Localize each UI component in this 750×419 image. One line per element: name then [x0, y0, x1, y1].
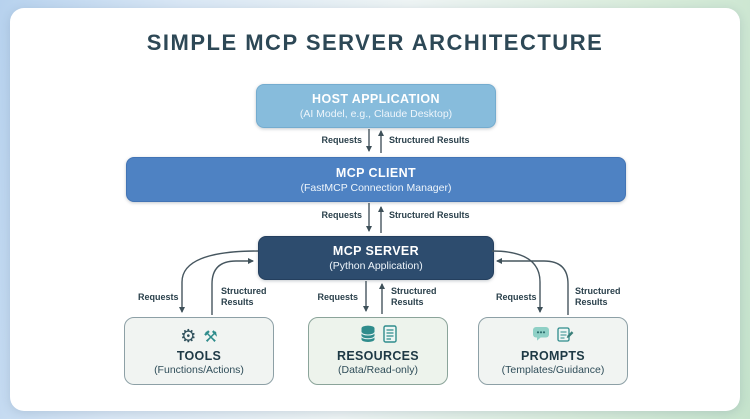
edge-label-structured-results: Structured Results	[391, 286, 437, 308]
node-prompts: PROMPTS (Templates/Guidance)	[478, 317, 628, 385]
node-mcp-server: MCP SERVER (Python Application)	[258, 236, 494, 280]
diagram-title: SIMPLE MCP SERVER ARCHITECTURE	[146, 30, 604, 55]
node-mcp-client: MCP CLIENT (FastMCP Connection Manager)	[126, 157, 626, 202]
node-resources: RESOURCES (Data/Read-only)	[308, 317, 448, 385]
edge-label-requests: Requests	[496, 292, 537, 302]
chat-icon	[532, 326, 550, 347]
tools-title: TOOLS	[176, 349, 222, 363]
document-icon	[382, 325, 397, 348]
edge-label-structured-results: Structured Results	[389, 210, 470, 220]
edge-label-requests: Requests	[321, 210, 362, 220]
edge-label-structured-results: Structured Results	[221, 286, 267, 308]
node-tools: ⚙ ⚒ TOOLS (Functions/Actions)	[124, 317, 274, 385]
mcp-server-title: MCP SERVER	[332, 244, 420, 258]
gear-icon: ⚙	[180, 325, 197, 347]
edge-label-requests: Requests	[317, 292, 358, 302]
edge-label-requests: Requests	[138, 292, 179, 302]
resources-icons	[360, 325, 397, 348]
database-icon	[360, 325, 376, 348]
host-application-title: HOST APPLICATION	[312, 92, 440, 106]
prompts-subtitle: (Templates/Guidance)	[501, 364, 605, 376]
node-host-application: HOST APPLICATION (AI Model, e.g., Claude…	[256, 84, 496, 128]
edge-label-structured-results: Structured Results	[575, 286, 621, 308]
checklist-icon	[557, 326, 574, 348]
edge-label-structured-results: Structured Results	[389, 135, 470, 145]
edge-label-requests: Requests	[321, 135, 362, 145]
mcp-server-subtitle: (Python Application)	[329, 260, 423, 272]
mcp-client-title: MCP CLIENT	[335, 165, 417, 180]
prompts-icons	[532, 326, 574, 347]
resources-subtitle: (Data/Read-only)	[338, 364, 418, 376]
prompts-title: PROMPTS	[521, 349, 585, 363]
mcp-client-subtitle: (FastMCP Connection Manager)	[300, 181, 452, 194]
tools-icon: ⚒	[203, 326, 218, 346]
resources-title: RESOURCES	[337, 349, 419, 363]
tools-icons: ⚙ ⚒	[180, 326, 217, 347]
host-application-subtitle: (AI Model, e.g., Claude Desktop)	[299, 108, 453, 120]
tools-subtitle: (Functions/Actions)	[154, 364, 244, 376]
